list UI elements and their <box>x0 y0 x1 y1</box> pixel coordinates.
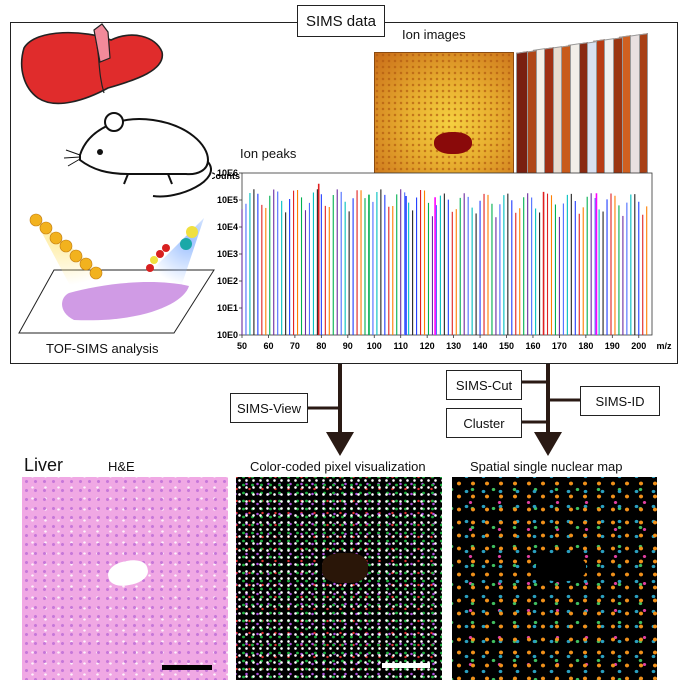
tissue-label: Liver <box>24 455 64 475</box>
central-vein-nuclear <box>536 555 586 581</box>
x-tick-label: 130 <box>446 341 461 351</box>
he-image <box>22 477 228 680</box>
sims-id-box: SIMS-ID <box>580 386 660 416</box>
scale-bar <box>382 663 430 668</box>
x-tick-label: 190 <box>605 341 620 351</box>
pixel-visualization-image <box>236 477 442 680</box>
ion-image-front <box>374 52 514 194</box>
y-tick-label: 10E1 <box>217 303 238 313</box>
tof-sims-label: TOF-SIMS analysis <box>46 341 159 356</box>
x-tick-label: 120 <box>420 341 435 351</box>
x-tick-label: 90 <box>343 341 353 351</box>
mouse-icon <box>63 112 212 198</box>
sims-data-title: SIMS data <box>297 5 385 37</box>
x-tick-label: 170 <box>552 341 567 351</box>
ion-images-stack <box>372 30 672 200</box>
y-tick-label: 10E0 <box>217 330 238 340</box>
x-tick-label: 150 <box>499 341 514 351</box>
y-tick-label: 10E4 <box>217 222 238 232</box>
liver-icon <box>20 23 163 105</box>
central-vein <box>434 132 472 154</box>
y-tick-label: 10E3 <box>217 249 238 259</box>
ion-images-label: Ion images <box>402 27 466 42</box>
tof-sims-illustration <box>18 213 215 334</box>
ion-peaks-label: Ion peaks <box>240 146 297 161</box>
pipeline-arrows <box>306 364 580 456</box>
y-tick-label: 10E2 <box>217 276 238 286</box>
central-vein-pixel <box>322 553 368 583</box>
sims-view-box: SIMS-View <box>230 393 308 423</box>
cluster-box: Cluster <box>446 408 522 438</box>
x-tick-label: 140 <box>473 341 488 351</box>
panel-he-title: H&E <box>108 459 135 474</box>
plot-area <box>241 172 653 336</box>
x-tick-label: 50 <box>237 341 247 351</box>
x-tick-label: 70 <box>290 341 300 351</box>
panel-pixel-title: Color-coded pixel visualization <box>250 459 426 474</box>
x-tick-label: 200 <box>631 341 646 351</box>
x-tick-label: 160 <box>525 341 540 351</box>
x-tick-label: 100 <box>367 341 382 351</box>
x-tick-label: 110 <box>393 341 408 351</box>
scale-bar <box>162 665 212 670</box>
y-tick-label: 10E5 <box>217 195 238 205</box>
panel-nuclear-title: Spatial single nuclear map <box>470 459 623 474</box>
x-tick-label: 180 <box>578 341 593 351</box>
y-axis-label: Counts <box>212 171 240 181</box>
x-tick-label: 80 <box>316 341 326 351</box>
y-tick-label: 10E6 <box>217 168 238 178</box>
nuclear-map-image <box>452 477 657 680</box>
x-tick-label: 60 <box>263 341 273 351</box>
sims-cut-box: SIMS-Cut <box>446 370 522 400</box>
x-axis-unit: m/z <box>656 341 672 351</box>
